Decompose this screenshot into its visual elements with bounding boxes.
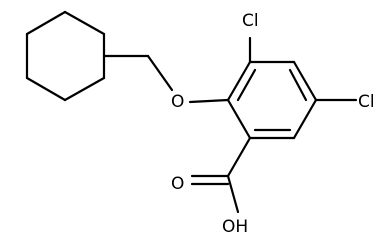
atom-cl-top: Cl (242, 11, 259, 31)
bond (292, 60, 318, 102)
bond-to-carboxyl (226, 136, 252, 178)
bond (226, 60, 252, 102)
atom-oxygen-ether: O (171, 92, 184, 112)
bond (25, 10, 67, 36)
bond (63, 76, 106, 102)
aromatic-double-bond (288, 68, 308, 102)
atom-cl-right: Cl (358, 92, 375, 112)
bond-to-hydroxyl (226, 174, 240, 214)
bond (25, 76, 67, 102)
bond (226, 98, 252, 140)
methylene-linker (102, 54, 230, 104)
cyclohexane-ring (25, 10, 106, 102)
atom-hydroxyl: OH (222, 217, 248, 237)
aromatic-double-bond (236, 68, 257, 102)
bond (292, 98, 318, 140)
bond (63, 10, 106, 36)
substituent-bonds (190, 36, 358, 214)
benzene-ring (226, 60, 318, 140)
bond (188, 98, 230, 104)
atom-oxygen-carbonyl: O (171, 174, 184, 194)
bond (146, 54, 174, 92)
